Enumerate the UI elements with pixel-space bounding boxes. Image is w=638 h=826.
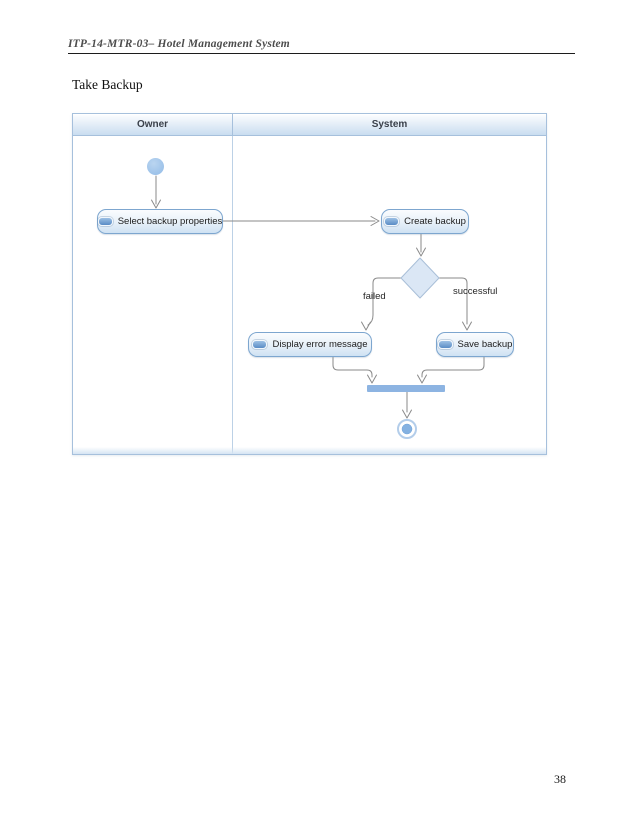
edge-label-failed: failed — [363, 291, 386, 302]
connector-join-to-final — [402, 391, 412, 419]
swimlane-header-owner: Owner — [73, 114, 233, 136]
activity-label: Display error message — [272, 339, 368, 350]
activity-create-backup: Create backup — [381, 209, 469, 234]
header-rule — [68, 53, 575, 54]
page-number: 38 — [554, 772, 566, 786]
connector-save-to-join — [417, 356, 485, 384]
section-title: Take Backup — [72, 77, 143, 92]
swimlane-header-system: System — [233, 114, 546, 136]
connector-decision-to-save — [438, 277, 472, 331]
join-bar — [367, 385, 445, 392]
connector-select-to-create — [222, 216, 380, 226]
activity-label: Save backup — [457, 339, 513, 350]
activity-icon — [384, 217, 400, 226]
activity-icon — [97, 217, 113, 226]
activity-display-error-message: Display error message — [248, 332, 372, 357]
connector-create-to-decision — [416, 233, 426, 257]
activity-icon — [437, 340, 453, 349]
report-header-title: ITP-14-MTR-03– Hotel Management System — [68, 38, 290, 50]
activity-label: Create backup — [404, 216, 466, 227]
final-node — [397, 419, 417, 439]
activity-save-backup: Save backup — [436, 332, 514, 357]
edge-label-successful: successful — [453, 286, 498, 297]
lane-divider — [232, 136, 233, 454]
connector-layer — [151, 175, 485, 439]
decision-node — [400, 257, 440, 299]
activity-icon — [252, 340, 268, 349]
swimlane-header-row: Owner System — [73, 114, 546, 136]
activity-label: Select backup properties — [117, 216, 223, 227]
activity-diagram: Owner System — [72, 113, 547, 455]
activity-select-backup-properties: Select backup properties — [97, 209, 223, 234]
initial-node — [147, 158, 164, 175]
connector-decision-to-display-error — [361, 277, 402, 331]
connector-display-error-to-join — [332, 356, 377, 384]
connector-initial-to-select — [151, 175, 161, 209]
lane-bottom-shading — [73, 447, 546, 454]
